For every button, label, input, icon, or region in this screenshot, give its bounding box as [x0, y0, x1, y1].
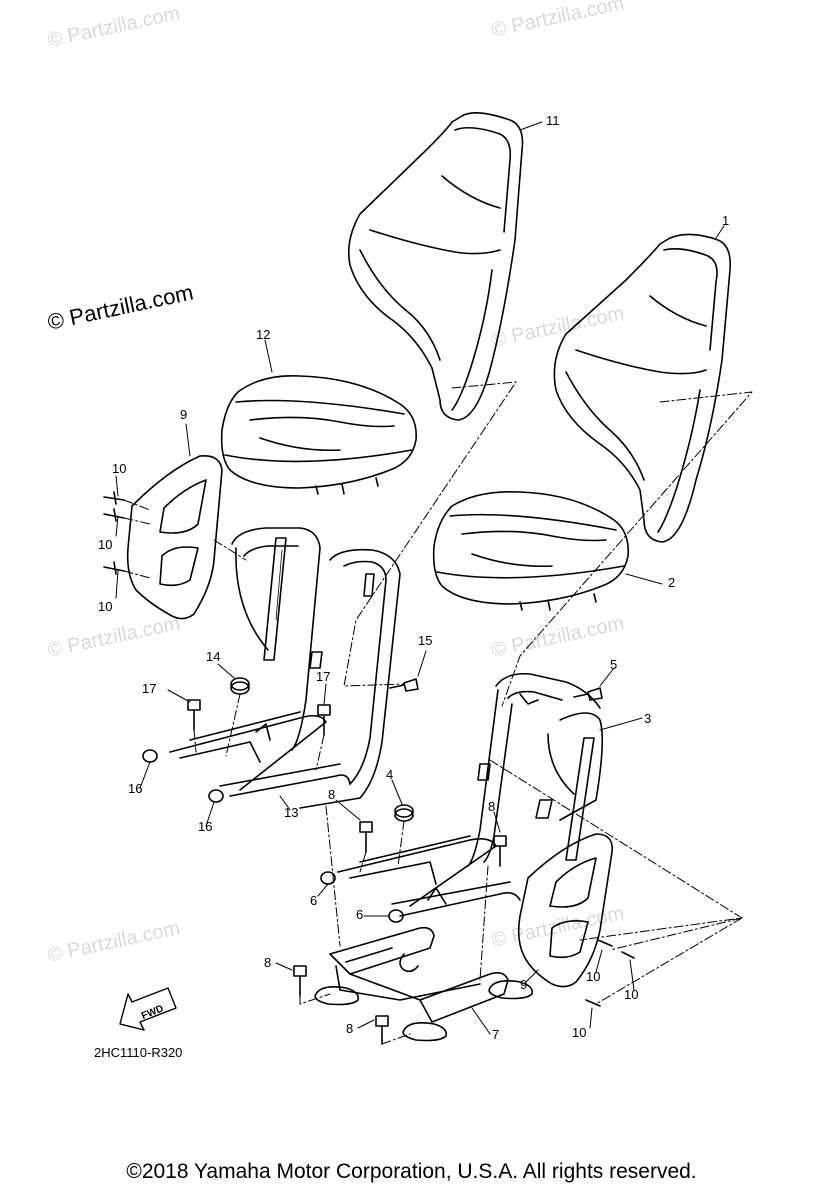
callout-2: 2	[668, 575, 676, 590]
callout-6: 6	[310, 893, 318, 908]
callout-15: 15	[418, 633, 433, 648]
callout-4: 4	[386, 767, 394, 782]
callout-10: 10	[98, 537, 113, 552]
callout-1: 1	[722, 213, 730, 228]
seat-cushion-2	[432, 490, 630, 611]
callout-5: 5	[610, 657, 618, 672]
callout-3: 3	[644, 711, 652, 726]
seat-backrest-1	[553, 233, 732, 543]
callout-8: 8	[264, 955, 272, 970]
copyright-notice: ©2018 Yamaha Motor Corporation, U.S.A. A…	[126, 1160, 697, 1183]
callout-9: 9	[180, 407, 188, 422]
callout-10: 10	[572, 1025, 587, 1040]
callout-8: 8	[488, 799, 496, 814]
callout-8: 8	[328, 787, 336, 802]
callout-13: 13	[284, 805, 299, 820]
callout-10: 10	[98, 599, 113, 614]
callout-17: 17	[316, 669, 331, 684]
side-panel-9-left	[126, 454, 223, 620]
callout-14: 14	[206, 649, 221, 664]
assembly-guide-lines	[123, 381, 753, 1045]
seat-backrest-11	[347, 112, 524, 421]
callout-10: 10	[624, 987, 639, 1002]
callout-10: 10	[112, 461, 127, 476]
fwd-label: FWD	[140, 1003, 165, 1022]
callout-16: 16	[198, 819, 213, 834]
callout-10: 10	[586, 969, 601, 984]
fwd-direction-arrow	[119, 987, 177, 1031]
callout-12: 12	[256, 327, 271, 342]
callout-11: 11	[546, 113, 560, 128]
seat-frame-3	[337, 672, 604, 917]
diagram-code: 2HC1110-R320	[94, 1045, 183, 1060]
seat-cushion-12	[220, 375, 417, 495]
callout-16: 16	[128, 781, 143, 796]
mounting-rail-7	[314, 926, 534, 1042]
callout-9: 9	[520, 977, 528, 992]
callout-17: 17	[142, 681, 157, 696]
seat-frame-13	[169, 527, 401, 809]
leader-lines	[115, 121, 725, 1035]
callout-8: 8	[346, 1021, 354, 1036]
callout-7: 7	[492, 1027, 500, 1042]
hardware-parts	[103, 491, 635, 1045]
callout-6: 6	[356, 907, 364, 922]
side-panel-9-right	[517, 833, 613, 988]
